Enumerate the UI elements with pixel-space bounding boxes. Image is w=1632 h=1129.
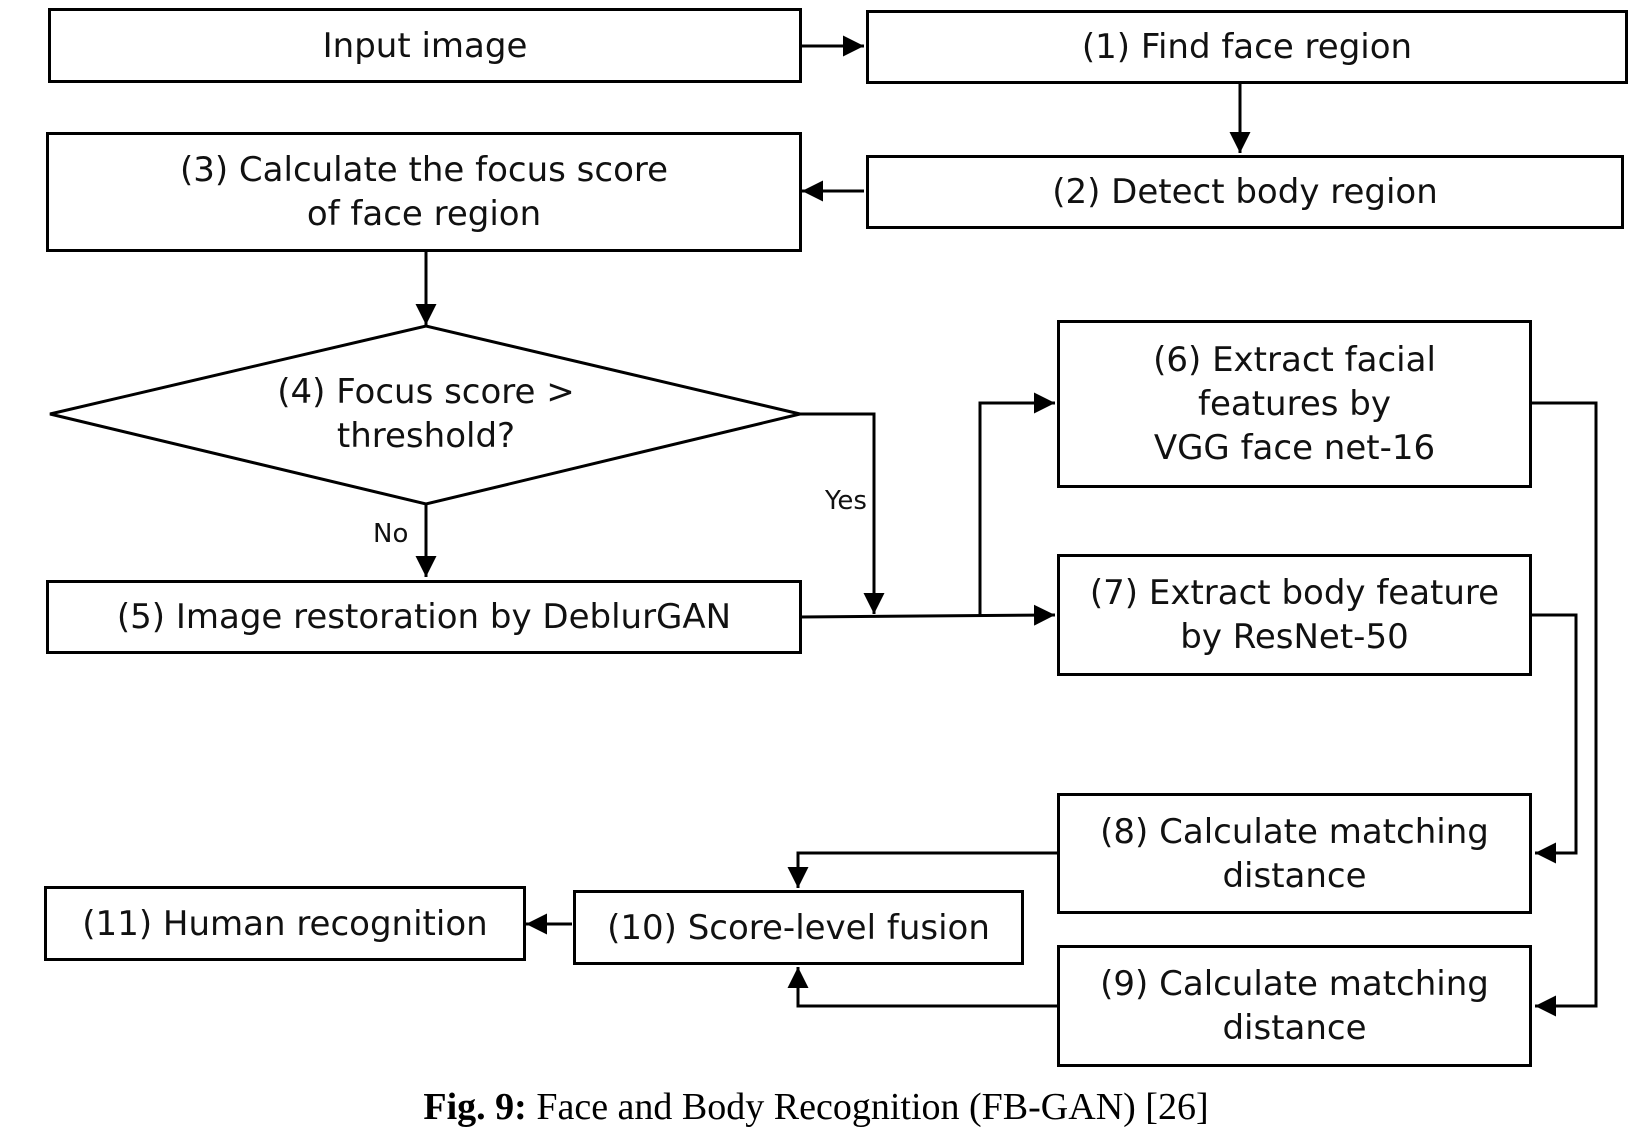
node-5-image-restoration: (5) Image restoration by DeblurGAN bbox=[46, 580, 802, 654]
decision-diamond bbox=[49, 324, 801, 506]
edge-label-no: No bbox=[373, 519, 409, 549]
node-input-image: Input image bbox=[48, 8, 802, 83]
edge-branch-to-6 bbox=[978, 392, 1055, 616]
edge-4-yes bbox=[800, 412, 885, 614]
edge-label-yes: Yes bbox=[825, 486, 867, 516]
figure-caption-label: Fig. 9: bbox=[423, 1086, 527, 1128]
node-3-calculate-focus-score: (3) Calculate the focus score of face re… bbox=[46, 132, 802, 252]
node-9-calculate-matching-distance: (9) Calculate matching distance bbox=[1057, 945, 1532, 1067]
edge-9-to-10 bbox=[787, 967, 1057, 1008]
edge-8-to-10 bbox=[787, 851, 1057, 888]
edge-6-to-9 bbox=[1530, 401, 1598, 1017]
figure-caption-text: Face and Body Recognition (FB-GAN) [26] bbox=[526, 1086, 1209, 1128]
figure-caption: Fig. 9: Face and Body Recognition (FB-GA… bbox=[0, 1085, 1632, 1129]
node-10-score-level-fusion: (10) Score-level fusion bbox=[573, 890, 1024, 965]
node-4-focus-threshold-decision: (4) Focus score > threshold? bbox=[277, 372, 575, 456]
node-1-find-face-region: (1) Find face region bbox=[866, 10, 1628, 84]
edge-5-to-7 bbox=[799, 604, 1056, 626]
node-2-detect-body-region: (2) Detect body region bbox=[866, 155, 1624, 229]
edge-7-to-8 bbox=[1530, 613, 1578, 864]
node-8-calculate-matching-distance: (8) Calculate matching distance bbox=[1057, 793, 1532, 914]
node-6-extract-facial-features: (6) Extract facial features by VGG face … bbox=[1057, 320, 1532, 488]
node-7-extract-body-feature: (7) Extract body feature by ResNet-50 bbox=[1057, 554, 1532, 676]
node-11-human-recognition: (11) Human recognition bbox=[44, 886, 526, 961]
